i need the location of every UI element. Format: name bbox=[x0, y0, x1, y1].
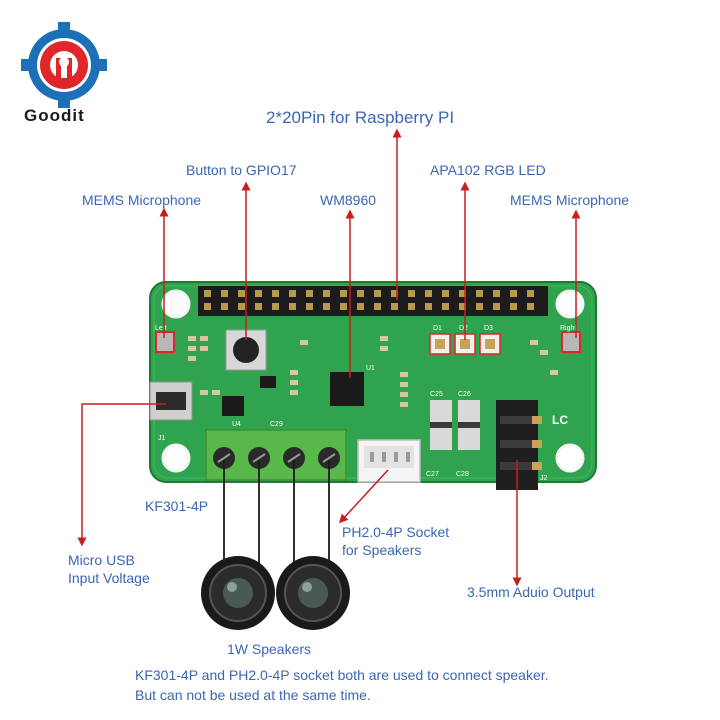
header-pin bbox=[289, 290, 296, 297]
silk-u1: U1 bbox=[366, 365, 375, 372]
brand-name: Goodit bbox=[24, 106, 85, 125]
mems-microphone-right bbox=[561, 331, 581, 353]
header-pin bbox=[425, 303, 432, 310]
silk-d1: D1 bbox=[433, 325, 442, 332]
header-pin bbox=[476, 303, 483, 310]
label-wm8960: WM8960 bbox=[320, 192, 377, 208]
pointer-ph20 bbox=[338, 469, 389, 524]
capacitor bbox=[458, 400, 480, 450]
silk-u4: U4 bbox=[232, 421, 241, 428]
pointer-micro-usb bbox=[77, 403, 166, 547]
silk-c25: C25 bbox=[430, 391, 443, 398]
header-pin bbox=[374, 303, 381, 310]
terminal-screw-slot bbox=[287, 453, 301, 463]
usage-note-line2: But can not be used at the same time. bbox=[135, 687, 371, 703]
silk-c29: C29 bbox=[270, 421, 283, 428]
mounting-hole bbox=[161, 289, 191, 319]
header-pin bbox=[459, 303, 466, 310]
label-apa102: APA102 RGB LED bbox=[430, 162, 546, 178]
mems-microphone-left bbox=[155, 331, 175, 353]
header-pin bbox=[306, 290, 313, 297]
header-pin bbox=[272, 303, 279, 310]
header-pin bbox=[425, 290, 432, 297]
wm8960-chip bbox=[330, 372, 364, 406]
goodit-logo bbox=[21, 22, 107, 108]
header-pin bbox=[340, 290, 347, 297]
header-pin bbox=[459, 290, 466, 297]
ph20-socket bbox=[357, 439, 421, 483]
label-micro-usb-line2: Input Voltage bbox=[68, 570, 150, 586]
header-pin bbox=[476, 290, 483, 297]
silk-c28: C28 bbox=[456, 471, 469, 478]
label-ph20-line2: for Speakers bbox=[342, 542, 422, 558]
silk-left: Left bbox=[155, 325, 167, 332]
gpio-header bbox=[198, 286, 548, 316]
terminal-screw-slot bbox=[252, 453, 266, 463]
header-pin bbox=[357, 290, 364, 297]
header-pin bbox=[204, 290, 211, 297]
header-pin bbox=[357, 303, 364, 310]
label-micro-usb-line1: Micro USB bbox=[68, 552, 135, 568]
audio-jack bbox=[496, 400, 542, 490]
header-pin bbox=[527, 303, 534, 310]
mounting-hole bbox=[161, 443, 191, 473]
header-pin bbox=[408, 303, 415, 310]
header-title: 2*20Pin for Raspberry PI bbox=[266, 108, 455, 127]
header-pin bbox=[442, 290, 449, 297]
header-pin bbox=[323, 290, 330, 297]
label-mems-left: MEMS Microphone bbox=[82, 192, 202, 208]
kf301-terminal-block bbox=[205, 429, 347, 481]
pcb-board: Left Right U1 D1 D2 D3 bbox=[149, 281, 597, 490]
header-pin bbox=[238, 290, 245, 297]
header-pin bbox=[527, 290, 534, 297]
label-ph20-line1: PH2.0-4P Socket bbox=[342, 524, 450, 540]
mounting-hole bbox=[555, 289, 585, 319]
usage-note: KF301-4P and PH2.0-4P socket both are us… bbox=[135, 665, 549, 705]
apa102-led bbox=[429, 333, 451, 355]
capacitor bbox=[430, 400, 452, 450]
header-pin bbox=[510, 303, 517, 310]
mounting-hole bbox=[555, 443, 585, 473]
terminal-screw-slot bbox=[322, 453, 336, 463]
label-button: Button to GPIO17 bbox=[186, 162, 297, 178]
silk-lc: LC bbox=[552, 413, 568, 427]
silk-c27: C27 bbox=[426, 471, 439, 478]
header-pin bbox=[204, 303, 211, 310]
silk-right: Right bbox=[560, 325, 576, 332]
silk-j1: J1 bbox=[158, 435, 166, 442]
silk-d3: D3 bbox=[484, 325, 493, 332]
speaker-left bbox=[201, 556, 275, 630]
silk-j2: J2 bbox=[540, 475, 548, 482]
header-pin bbox=[255, 303, 262, 310]
header-pin bbox=[340, 303, 347, 310]
header-pin bbox=[238, 303, 245, 310]
header-pin bbox=[493, 290, 500, 297]
header-pin bbox=[255, 290, 262, 297]
speaker-right bbox=[276, 556, 350, 630]
header-pin bbox=[221, 290, 228, 297]
header-pin bbox=[289, 303, 296, 310]
label-kf301: KF301-4P bbox=[145, 498, 209, 514]
label-mems-right: MEMS Microphone bbox=[510, 192, 630, 208]
header-pin bbox=[510, 290, 517, 297]
micro-usb-port bbox=[149, 381, 193, 421]
label-audio-out: 3.5mm Aduio Output bbox=[467, 584, 595, 600]
header-pin bbox=[221, 303, 228, 310]
header-pin bbox=[391, 303, 398, 310]
header-pin bbox=[442, 303, 449, 310]
usage-note-line1: KF301-4P and PH2.0-4P socket both are us… bbox=[135, 667, 549, 683]
terminal-screw-slot bbox=[217, 453, 231, 463]
header-pin bbox=[408, 290, 415, 297]
apa102-led bbox=[479, 333, 501, 355]
silk-d2: D2 bbox=[459, 325, 468, 332]
header-pin bbox=[391, 290, 398, 297]
header-pin bbox=[323, 303, 330, 310]
label-speakers: 1W Speakers bbox=[227, 641, 312, 657]
header-pin bbox=[306, 303, 313, 310]
header-pin bbox=[374, 290, 381, 297]
header-pin bbox=[272, 290, 279, 297]
silk-c26: C26 bbox=[458, 391, 471, 398]
header-pin bbox=[493, 303, 500, 310]
